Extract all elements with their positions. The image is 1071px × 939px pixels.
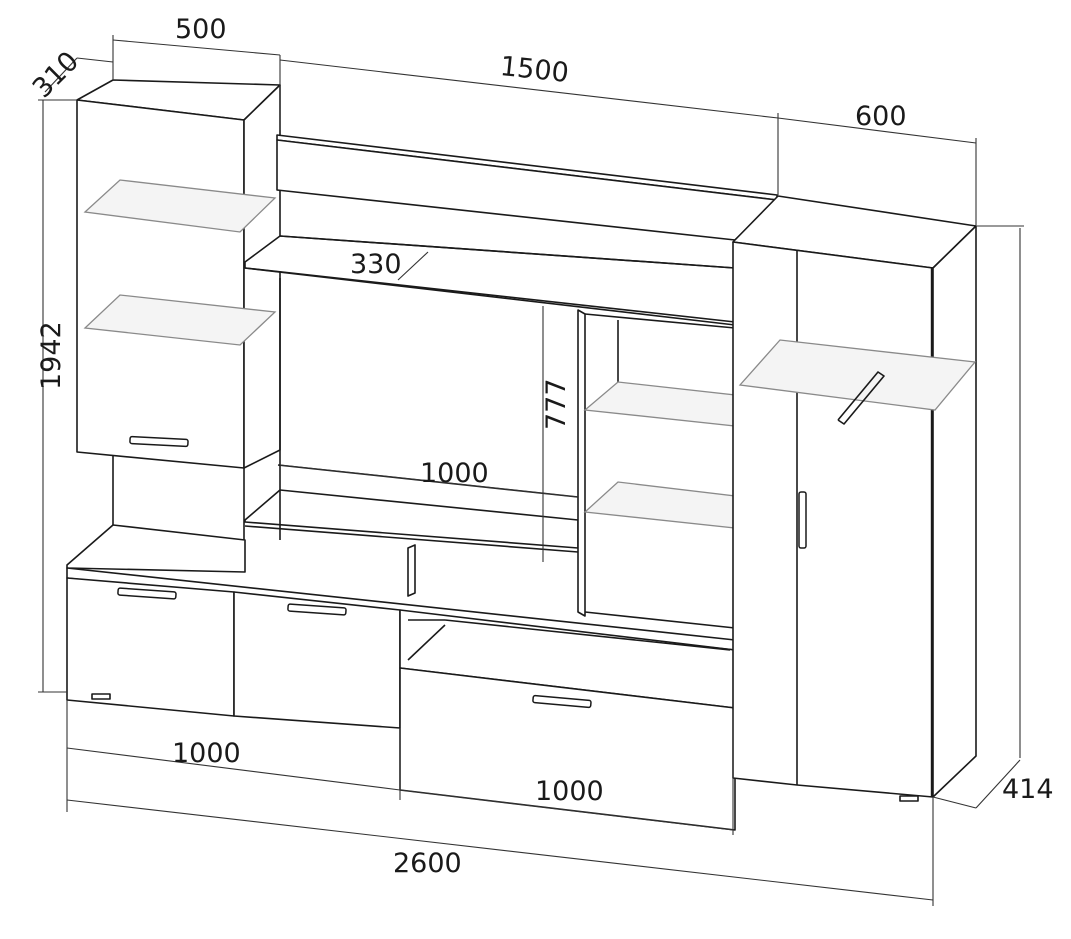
middle-open-shelving [577, 309, 736, 629]
wardrobe-handle-shadow [837, 371, 885, 425]
dim-total-height: 1942 [36, 321, 67, 390]
drawer-handle-left [117, 587, 177, 600]
dim-top-middle-width: 1500 [499, 51, 571, 89]
left-glass-shelf-lower [83, 294, 277, 346]
tv-niche [244, 278, 579, 597]
dim-total-width: 2600 [393, 848, 462, 879]
dim-bottom-left-width: 1000 [172, 738, 241, 769]
dim-tv-niche-height: 777 [541, 378, 572, 430]
left-glass-shelf-upper [83, 179, 277, 233]
middle-glass-shelf-1 [583, 381, 736, 427]
right-glass-shelf [738, 339, 977, 411]
dim-right-depth: 414 [1002, 774, 1054, 805]
drawer-handle-middle [287, 603, 347, 616]
dim-top-left-depth: 310 [27, 46, 85, 104]
dim-shelf-depth: 330 [350, 249, 402, 280]
top-bridge-panel [244, 134, 778, 326]
dim-top-right-width: 600 [855, 101, 907, 132]
right-wardrobe [732, 195, 977, 798]
left-cabinet-handle [129, 435, 189, 448]
dimension-lines [38, 35, 1024, 906]
wardrobe-handle [798, 491, 807, 549]
dim-tv-niche-width: 1000 [420, 458, 489, 489]
drawer-handle-bottom [532, 694, 592, 709]
dim-bottom-middle-width: 1000 [535, 776, 604, 807]
left-upper-cabinet [76, 79, 281, 469]
dim-top-left-width: 500 [175, 14, 227, 45]
middle-glass-shelf-2 [583, 481, 736, 529]
